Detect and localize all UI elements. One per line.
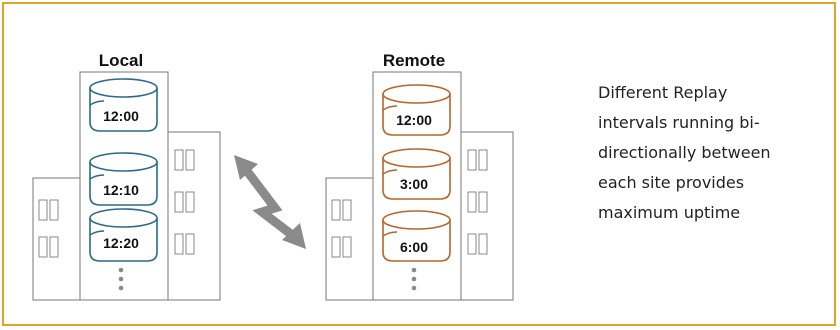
arrow-head-remote	[282, 223, 306, 249]
local-disk-3: 12:20	[89, 208, 158, 262]
caption-line: maximum uptime	[598, 203, 741, 222]
remote-more-dots	[411, 267, 417, 291]
remote-snapshot-time: 6:00	[400, 239, 428, 255]
bidirectional-replication-arrow	[234, 155, 306, 249]
remote-site: Remote 12:00 3:00 6:00	[325, 51, 514, 301]
local-disk-1: 12:00	[89, 78, 158, 132]
remote-disk-3: 6:00	[382, 210, 451, 262]
local-disk-2: 12:10	[89, 152, 158, 206]
replay-description: Different Replay intervals running bi- d…	[598, 78, 823, 228]
caption-line: each site provides	[598, 173, 745, 192]
caption-line: directionally between	[598, 143, 771, 162]
caption-line: intervals running bi-	[598, 113, 760, 132]
caption-line: Different Replay	[598, 83, 728, 102]
local-more-dots	[118, 267, 124, 291]
local-snapshot-time: 12:20	[103, 235, 139, 251]
remote-snapshot-time: 12:00	[396, 112, 432, 128]
remote-disk-1: 12:00	[382, 84, 451, 136]
remote-site-label: Remote	[383, 51, 445, 70]
local-snapshot-time: 12:00	[103, 108, 139, 124]
remote-disk-2: 3:00	[382, 148, 451, 200]
local-snapshot-time: 12:10	[103, 182, 139, 198]
remote-snapshot-time: 3:00	[400, 176, 428, 192]
arrow-head-local	[234, 155, 258, 180]
local-site-label: Local	[99, 51, 143, 70]
local-site: Local 12:00 12:10 12:20	[32, 51, 221, 301]
